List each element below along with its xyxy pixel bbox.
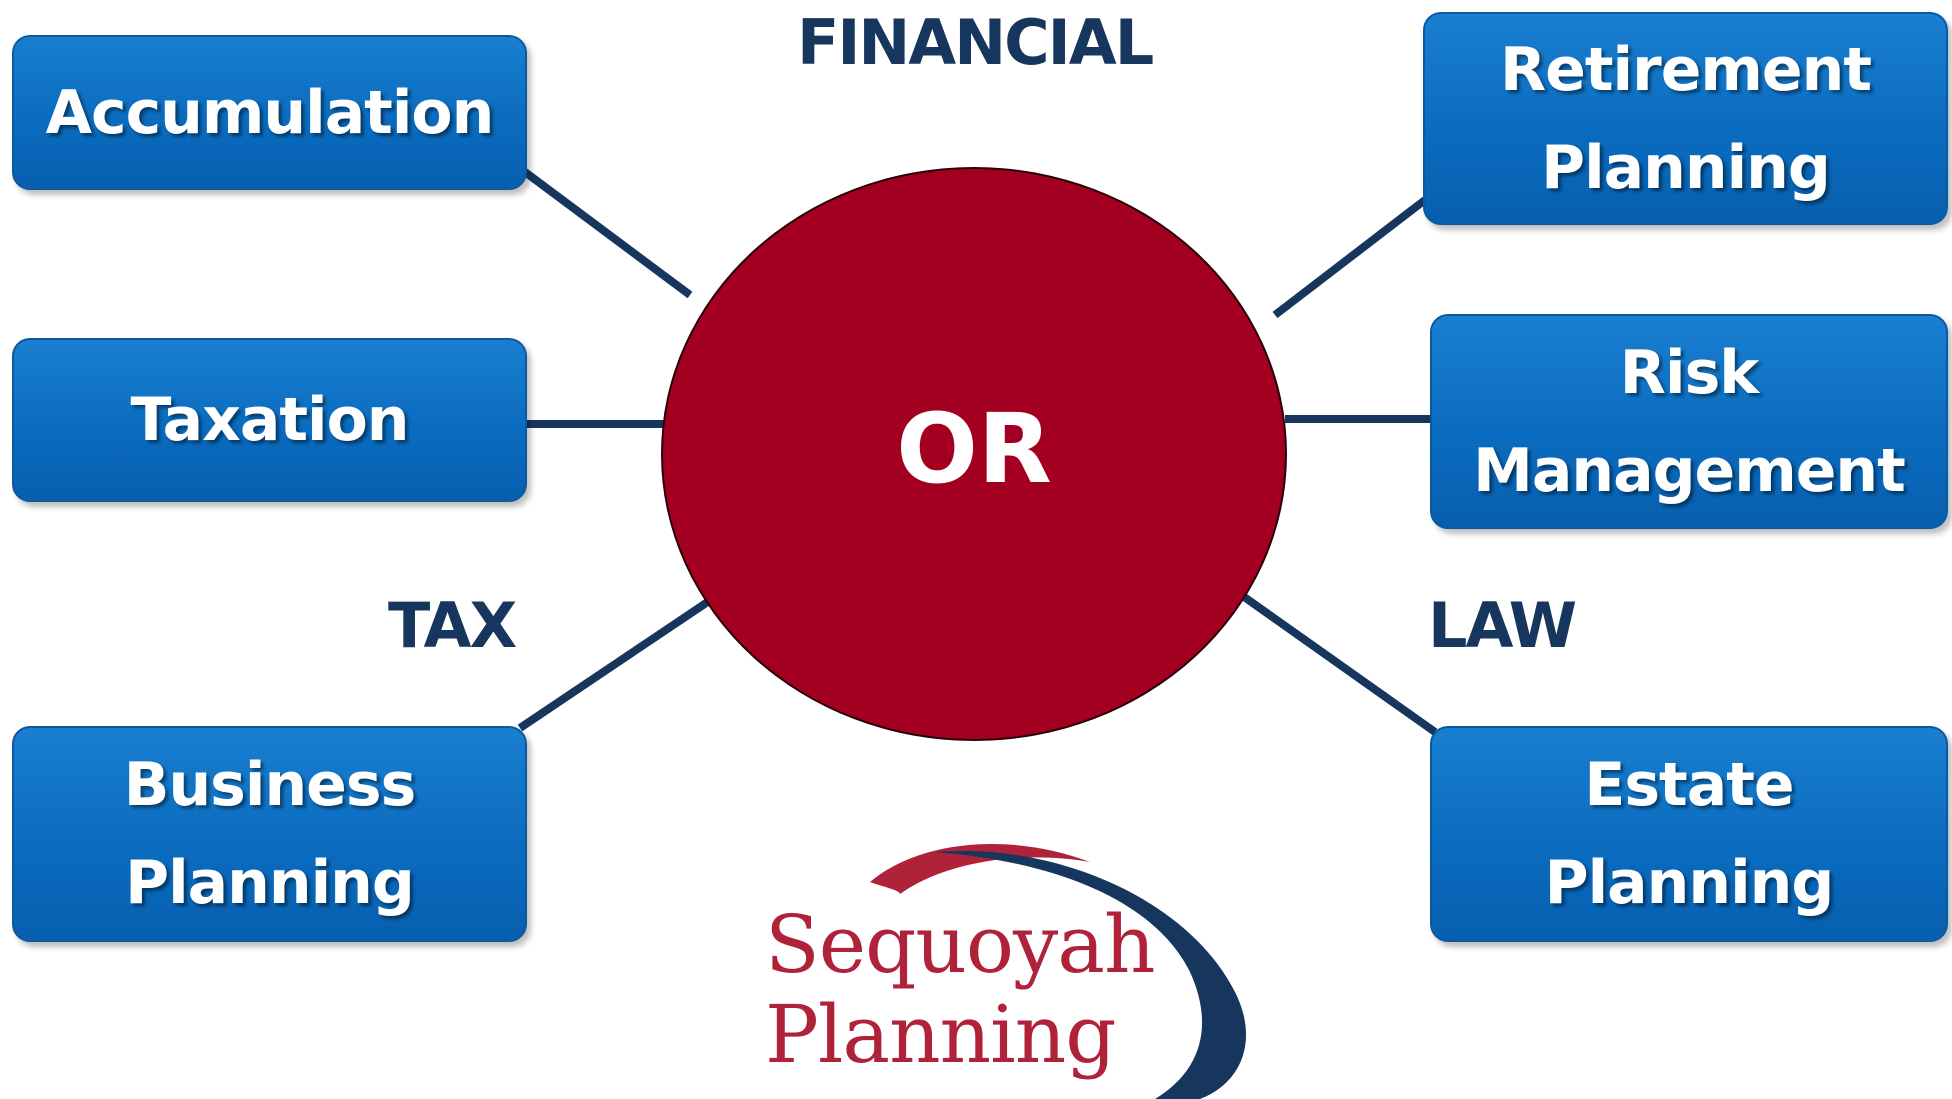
connector-accumulation <box>522 168 693 299</box>
logo-navy-swoosh-icon <box>935 850 1247 1099</box>
connector-estate-planning <box>1237 590 1438 736</box>
node-taxation: Taxation <box>12 338 527 502</box>
node-estate-planning: Estate Planning <box>1430 726 1948 942</box>
logo-text-sequoyah: Sequoyah <box>765 898 1155 991</box>
node-estate-planning-label: Estate Planning <box>1544 750 1835 918</box>
node-retirement-planning: Retirement Planning <box>1423 12 1948 225</box>
node-accumulation-label: Accumulation <box>45 77 495 148</box>
node-taxation-label: Taxation <box>130 385 409 455</box>
connector-retirement-planning <box>1272 196 1428 319</box>
node-business-planning: Business Planning <box>12 726 527 942</box>
category-financial: FINANCIAL <box>797 6 1154 79</box>
category-law: LAW <box>1428 589 1577 662</box>
category-tax: TAX <box>388 589 517 662</box>
connector-business-planning <box>517 593 718 732</box>
node-accumulation: Accumulation <box>12 35 527 190</box>
node-business-planning-label: Business Planning <box>123 750 417 918</box>
node-risk-management: Risk Management <box>1430 314 1948 529</box>
center-circle: OR <box>661 167 1287 741</box>
logo-text-planning: Planning <box>765 988 1116 1081</box>
node-retirement-planning-label: Retirement Planning <box>1499 34 1872 203</box>
logo-red-swoosh-icon <box>870 843 1090 894</box>
sequoyah-planning-logo <box>870 843 1247 1099</box>
center-label: OR <box>896 393 1052 505</box>
node-risk-management-label: Risk Management <box>1473 337 1906 506</box>
